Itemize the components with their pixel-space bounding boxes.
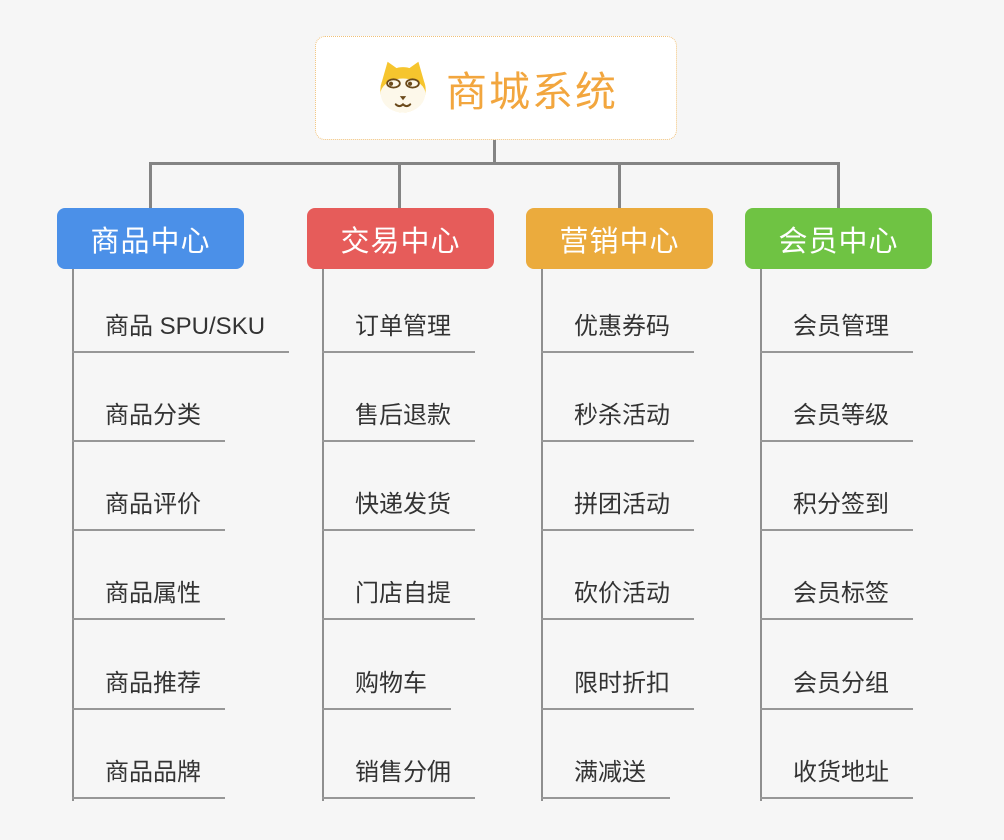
subtopic-marketing-center-5[interactable]: 限时折扣 [541, 662, 694, 710]
root-topic-title: 商城系统 [446, 69, 618, 115]
subtopic-trade-center-2[interactable]: 售后退款 [322, 394, 475, 442]
branch-topic-trade-center[interactable]: 交易中心 [307, 208, 494, 269]
subtopic-product-center-1[interactable]: 商品 SPU/SKU [72, 305, 290, 353]
root-topic[interactable]: 商城系统 [315, 36, 677, 140]
subtopic-member-center-6[interactable]: 收货地址 [760, 751, 913, 799]
subtopic-member-center-3[interactable]: 积分签到 [760, 483, 913, 531]
branch-topic-product-center[interactable]: 商品中心 [57, 208, 244, 269]
dog-face-icon [374, 59, 432, 117]
connector-root-vertical [493, 140, 496, 163]
connector-drop-marketing-center [618, 162, 621, 208]
spine-member-center [760, 269, 762, 801]
spine-trade-center [322, 269, 324, 801]
connector-drop-trade-center [398, 162, 401, 208]
connector-drop-product-center [149, 162, 152, 208]
branch-topic-marketing-center[interactable]: 营销中心 [526, 208, 713, 269]
subtopic-marketing-center-4[interactable]: 砍价活动 [541, 572, 694, 620]
spine-marketing-center [541, 269, 543, 801]
subtopic-trade-center-4[interactable]: 门店自提 [322, 572, 475, 620]
subtopic-member-center-1[interactable]: 会员管理 [760, 305, 913, 353]
subtopic-product-center-6[interactable]: 商品品牌 [72, 751, 225, 799]
subtopic-product-center-3[interactable]: 商品评价 [72, 483, 225, 531]
subtopic-marketing-center-6[interactable]: 满减送 [541, 751, 670, 799]
connector-horizontal-bus [149, 162, 840, 165]
subtopic-product-center-4[interactable]: 商品属性 [72, 572, 225, 620]
subtopic-member-center-4[interactable]: 会员标签 [760, 572, 913, 620]
spine-product-center [72, 269, 74, 801]
subtopic-product-center-5[interactable]: 商品推荐 [72, 662, 225, 710]
subtopic-marketing-center-1[interactable]: 优惠券码 [541, 305, 694, 353]
subtopic-trade-center-5[interactable]: 购物车 [322, 662, 451, 710]
subtopic-member-center-5[interactable]: 会员分组 [760, 662, 913, 710]
subtopic-marketing-center-2[interactable]: 秒杀活动 [541, 394, 694, 442]
subtopic-marketing-center-3[interactable]: 拼团活动 [541, 483, 694, 531]
subtopic-trade-center-3[interactable]: 快递发货 [322, 483, 475, 531]
subtopic-trade-center-6[interactable]: 销售分佣 [322, 751, 475, 799]
subtopic-trade-center-1[interactable]: 订单管理 [322, 305, 475, 353]
subtopic-product-center-2[interactable]: 商品分类 [72, 394, 225, 442]
connector-drop-member-center [837, 162, 840, 208]
subtopic-member-center-2[interactable]: 会员等级 [760, 394, 913, 442]
branch-topic-member-center[interactable]: 会员中心 [745, 208, 932, 269]
